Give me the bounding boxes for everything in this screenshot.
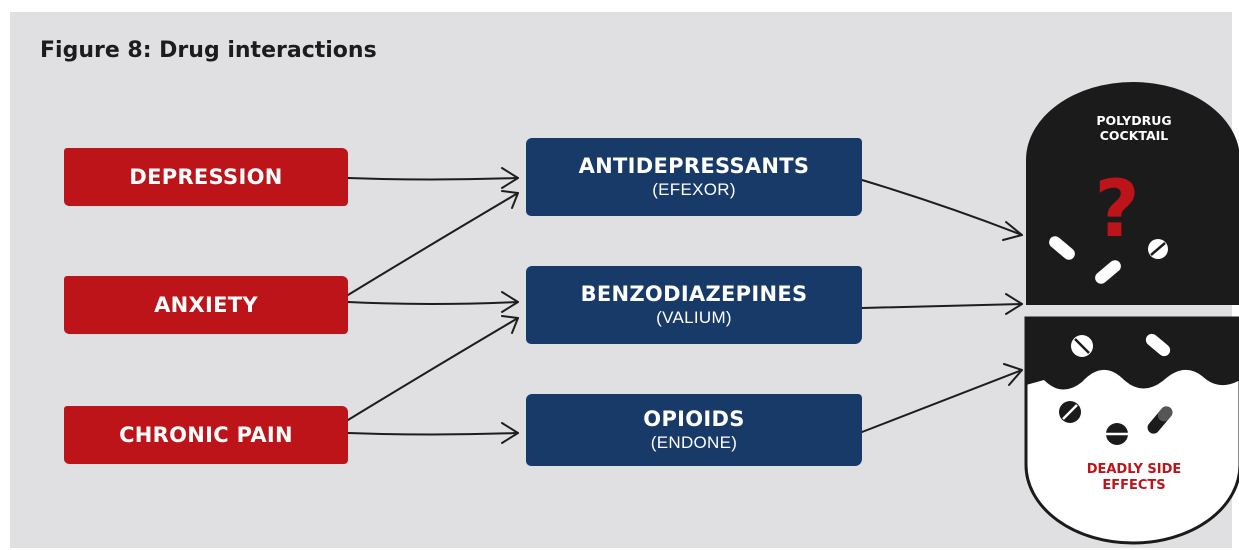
drug-example: (EFEXOR)	[652, 180, 736, 199]
question-mark-icon: ?	[1094, 165, 1139, 255]
capsule-top-label: POLYDRUG COCKTAIL	[1096, 113, 1172, 143]
drug-benzodiazepines: BENZODIAZEPINES (VALIUM)	[526, 266, 862, 344]
arrow-chronic-pain-to-benzodiazepines	[347, 315, 519, 421]
pill-icon	[1095, 260, 1121, 284]
condition-label: ANXIETY	[154, 293, 258, 317]
tablet-icon	[1148, 239, 1168, 259]
capsule-bottom-dark	[1026, 318, 1239, 390]
capsule-top-half	[1026, 82, 1239, 305]
drug-name: OPIOIDS	[643, 407, 745, 431]
drug-name: BENZODIAZEPINES	[580, 282, 808, 306]
arrow-depression-to-antidepressants	[347, 167, 519, 189]
drug-opioids: OPIOIDS (ENDONE)	[526, 394, 862, 466]
figure-title: Figure 8: Drug interactions	[40, 38, 377, 63]
drug-antidepressants: ANTIDEPRESSANTS (EFEXOR)	[526, 138, 862, 216]
arrow-antidepressants-to-capsule	[861, 179, 1023, 241]
condition-label: DEPRESSION	[129, 165, 283, 189]
arrow-opioids-to-capsule	[861, 363, 1023, 433]
condition-chronic-pain: CHRONIC PAIN	[64, 406, 348, 464]
pill-icon	[1147, 406, 1173, 434]
arrow-anxiety-to-benzodiazepines	[347, 291, 519, 313]
capsule-bottom-label: DEADLY SIDE EFFECTS	[1086, 462, 1182, 493]
tablet-icon	[1059, 401, 1081, 423]
condition-label: CHRONIC PAIN	[119, 423, 293, 447]
tablet-icon	[1106, 423, 1128, 445]
drug-example: (ENDONE)	[650, 433, 738, 452]
condition-depression: DEPRESSION	[64, 148, 348, 206]
drug-name: ANTIDEPRESSANTS	[578, 154, 810, 178]
arrow-benzodiazepines-to-capsule	[861, 293, 1023, 315]
pill-icon	[1145, 333, 1171, 357]
drug-example: (VALIUM)	[656, 308, 732, 327]
pill-icon	[1049, 236, 1075, 260]
arrow-anxiety-to-antidepressants	[347, 190, 519, 296]
tablet-icon	[1071, 335, 1093, 357]
svg-text:?: ?	[1094, 165, 1139, 255]
arrow-chronic-pain-to-opioids	[347, 422, 519, 444]
polydrug-capsule: ?	[1024, 82, 1239, 545]
condition-anxiety: ANXIETY	[64, 276, 348, 334]
